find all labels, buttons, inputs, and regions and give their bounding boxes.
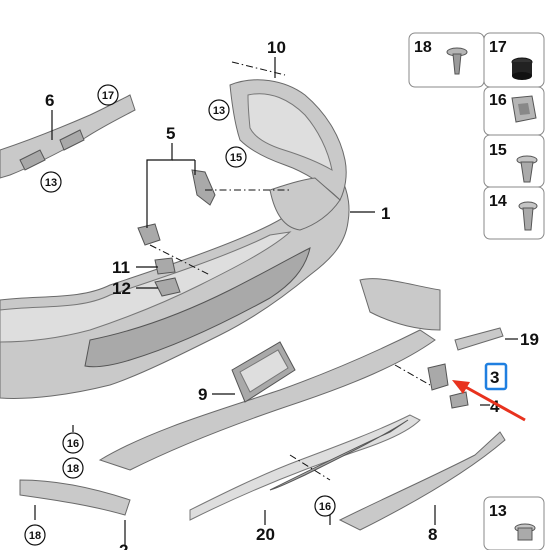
circled-18-left: 18 (62, 457, 84, 479)
nut-icon (514, 523, 536, 541)
callout-19: 19 (520, 330, 539, 349)
circled-callouts: 17 13 15 13 16 18 18 16 (24, 84, 336, 546)
svg-text:15: 15 (230, 152, 242, 164)
clip-parts (137, 169, 216, 297)
lower-trim-parts (19, 278, 506, 531)
circled-16-bottom: 16 (314, 495, 336, 517)
screw-icon (446, 47, 468, 75)
callout-5: 5 (166, 124, 175, 143)
highlight-box (484, 362, 508, 391)
svg-text:15: 15 (489, 142, 507, 159)
callout-3-highlight[interactable]: 3 (484, 362, 508, 391)
box-15: 15 (483, 134, 545, 188)
callout-4: 4 (490, 397, 500, 416)
leader-lines (34, 57, 518, 545)
callout-labels: 1 10 6 5 11 12 9 19 4 20 8 2 (45, 38, 539, 550)
circled-17: 17 (97, 84, 119, 106)
svg-text:17: 17 (102, 90, 114, 102)
push-pin-icon (518, 201, 538, 231)
circled-15: 15 (225, 146, 247, 168)
callout-20: 20 (256, 525, 275, 544)
svg-text:16: 16 (319, 501, 331, 513)
circled-16-left: 16 (62, 432, 84, 454)
svg-text:18: 18 (29, 530, 41, 542)
box-18: 18 (408, 32, 485, 88)
callout-9: 9 (198, 385, 207, 404)
svg-text:13: 13 (489, 503, 507, 520)
svg-text:14: 14 (489, 193, 507, 210)
callout-1: 1 (381, 204, 390, 223)
callout-8: 8 (428, 525, 437, 544)
callout-6: 6 (45, 91, 54, 110)
svg-text:17: 17 (489, 39, 507, 56)
clip-icon (511, 95, 537, 123)
svg-text:18: 18 (414, 39, 432, 56)
red-arrow-icon (452, 380, 526, 422)
hardware-boxes: 18 17 16 15 (408, 32, 545, 550)
circled-13-top: 13 (208, 99, 230, 121)
expansion-rivet-icon (516, 155, 538, 183)
grommet-icon (511, 57, 533, 80)
callout-11: 11 (112, 258, 130, 277)
callout-12: 12 (112, 279, 131, 298)
callout-10: 10 (267, 38, 286, 57)
callout-2: 2 (119, 541, 128, 550)
left-bracket-part (0, 94, 136, 179)
reflector-part (231, 341, 296, 403)
circled-18-bottom: 18 (24, 524, 46, 546)
assembly-lines (149, 61, 431, 481)
box-14: 14 (483, 186, 545, 240)
svg-text:16: 16 (489, 92, 507, 109)
callout-3: 3 (490, 368, 499, 387)
box-16: 16 (483, 86, 545, 136)
box-17: 17 (483, 32, 545, 88)
small-trim-parts (427, 327, 504, 409)
svg-text:13: 13 (213, 105, 225, 117)
svg-text:13: 13 (45, 177, 57, 189)
box-13: 13 (483, 496, 545, 550)
svg-text:18: 18 (67, 463, 79, 475)
svg-text:16: 16 (67, 438, 79, 450)
circled-13-left: 13 (40, 171, 62, 193)
